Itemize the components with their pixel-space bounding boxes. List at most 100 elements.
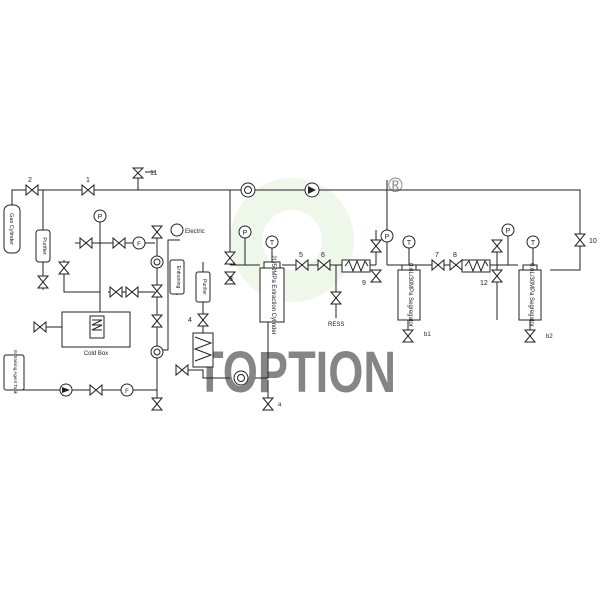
temperature-symbol: T [531, 240, 536, 247]
segregator-1: 0.6L/30MPa Segregator [397, 263, 421, 327]
temperature-symbol: T [407, 240, 412, 247]
valve-icon [57, 261, 71, 275]
outlet-labels: RESS a b1 b2 [278, 322, 553, 408]
pump-icon [120, 383, 134, 397]
pressure-symbol: P [98, 214, 103, 221]
purifier-mid-label: Purifier [201, 279, 207, 295]
valve-number-7: 7 [435, 252, 439, 259]
valve-number-10: 10 [589, 238, 597, 245]
instruments: P P T P T P T Electric [93, 209, 540, 265]
valve-numbers: 1 2 3 4 5 6 7 8 9 10 11 12 [28, 170, 597, 324]
cold-box-label: Cold Box [84, 351, 108, 357]
valve-icon [33, 320, 47, 334]
valve-icon [109, 285, 123, 299]
valve-icon [261, 397, 275, 411]
valve-number-4: 4 [188, 317, 192, 324]
valve-icon [36, 275, 50, 289]
watermark-text: TOPTION [196, 340, 396, 405]
segregator-1-label: 0.6L/30MPa Segregator [407, 263, 413, 327]
valve-icon [431, 258, 445, 272]
pressure-gauge-icon [501, 223, 515, 237]
electric-label: Electric [185, 229, 205, 235]
valve-number-1: 1 [86, 177, 90, 184]
extraction-cylinder: 2L/50MPa Extraction Cylinder [259, 255, 285, 335]
valve-icon [490, 269, 504, 283]
flow-pump-icon [240, 182, 256, 198]
valve-icon [175, 363, 189, 377]
pressure-gauge-icon [93, 209, 107, 223]
valve-icon [79, 236, 93, 250]
pumps: F F [59, 182, 320, 397]
purifier-mid: Purifier [195, 271, 211, 303]
pressure-gauge-icon [238, 225, 252, 239]
gas-cylinder: Gas Cylinder [3, 204, 21, 254]
temperature-gauge-icon [526, 235, 540, 249]
outlet-b1-label: b1 [424, 332, 431, 338]
gas-cylinder-label: Gas Cylinder [8, 213, 14, 245]
valve-icon [317, 258, 331, 272]
valve-number-8: 8 [453, 252, 457, 259]
valve-icon [329, 291, 343, 305]
valve-icon [150, 314, 164, 328]
entrainer-tank-label: Entraining Agent Tank [13, 350, 18, 394]
outlet-a-label: a [278, 402, 282, 408]
flow-pump-icon [150, 255, 164, 269]
temperature-gauge-icon [402, 235, 416, 249]
segregator-2-label: 0.6L/30MPa Segregator [528, 263, 534, 327]
entrainer-mid: Entraining [169, 259, 185, 295]
valve-number-11: 11 [150, 170, 157, 177]
valve-icon [150, 225, 164, 239]
entrainer-tank: Entraining Agent Tank [3, 350, 25, 395]
valve-icon [523, 329, 537, 343]
pump-symbol: F [125, 389, 129, 395]
temperature-symbol: T [270, 240, 275, 247]
valve-icon [573, 233, 587, 247]
valve-icon [89, 383, 103, 397]
watermark-registered: ® [388, 175, 403, 197]
temperature-gauge-icon [265, 235, 279, 249]
valve-number-2: 2 [28, 177, 32, 184]
segregator-2: 0.6L/30MPa Segregator [518, 263, 542, 327]
entrainer-mid-label: Entraining [175, 266, 181, 289]
valve-icon [125, 285, 139, 299]
valve-icon [150, 284, 164, 298]
valve-number-5: 5 [299, 252, 303, 259]
pressure-symbol: P [506, 228, 511, 235]
ress-label: RESS [328, 322, 344, 328]
valve-icon [223, 271, 237, 285]
pump-symbol: F [137, 242, 141, 248]
flow-pump-icon [150, 345, 164, 359]
watermark: TOPTION ® [196, 175, 403, 405]
preheater [341, 259, 371, 273]
valve-icon [81, 183, 95, 197]
valve-number-9: 9 [362, 280, 366, 287]
pressure-gauge-icon [380, 229, 394, 243]
valve-icon [295, 258, 309, 272]
valve-icon [369, 239, 383, 253]
valve-icon [150, 397, 164, 411]
valve-icon [112, 236, 126, 250]
valves [25, 167, 587, 411]
valve-icon [25, 183, 39, 197]
heater-2 [461, 259, 491, 273]
purifier-left: Purifier [35, 229, 51, 263]
purifier-left-label: Purifier [41, 237, 47, 255]
pressure-symbol: P [243, 230, 248, 237]
valve-icon [490, 239, 504, 253]
valve-number-6: 6 [321, 252, 325, 259]
cold-box: Cold Box [61, 311, 131, 357]
flow-pump-icon [233, 370, 249, 386]
valve-icon [369, 269, 383, 283]
heat-exchanger [192, 332, 214, 368]
valve-number-3: 3 [229, 276, 233, 283]
pump-icon [132, 236, 146, 250]
pressure-symbol: P [385, 234, 390, 241]
valve-icon [449, 258, 463, 272]
outlet-b2-label: b2 [546, 334, 553, 340]
valve-number-12: 12 [480, 280, 488, 287]
valve-icon [401, 329, 415, 343]
valve-icon [131, 167, 145, 179]
valve-icon [223, 251, 237, 265]
extraction-cylinder-label: 2L/50MPa Extraction Cylinder [270, 255, 276, 334]
